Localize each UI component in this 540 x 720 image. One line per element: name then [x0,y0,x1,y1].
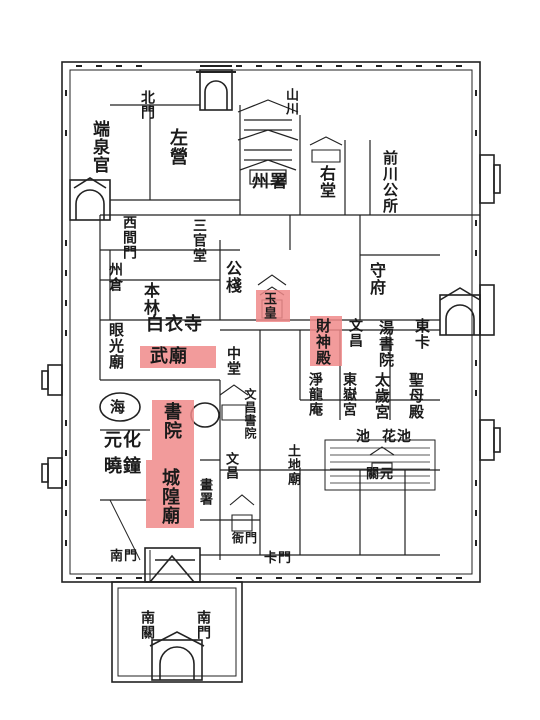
label-huashu: 畫署 [197,478,212,506]
label-nanmen-left: 南門 [110,549,139,564]
bridge [109,499,151,582]
city-wall [61,61,481,583]
label-wenchang-shuyuan: 文昌書院 [243,388,257,440]
label-zhongtang: 中堂 [225,346,241,376]
label-sanguantang: 三官堂 [191,218,207,263]
north-gate [196,65,236,111]
west-gate [69,177,111,221]
label-taisui-gong: 太歲宮 [373,372,391,420]
highlight-shuyuan [152,400,194,460]
lake-oval [190,402,220,428]
highlight-baiyusi [140,346,216,368]
label-tang-shuyuan: 湯書院 [377,320,395,368]
label-caishendian: 財神殿 [314,318,332,366]
label-wenchang-bottom: 文昌 [223,452,238,480]
label-gongzhan: 公棧 [223,260,242,294]
label-chi: 池 [356,429,371,445]
label-nanguan: 南關 [139,610,155,640]
label-wenchang-top: 文昌 [347,318,363,348]
label-shuyuan: 書院 [161,402,182,440]
label-tudi: 土地廟 [285,444,300,486]
label-qianchuan: 前川公所 [381,150,399,214]
highlights [140,290,342,528]
label-ximen: 西間門 [121,215,137,260]
yamen-building [237,99,299,185]
street-grid [99,104,480,560]
label-duanquan-guan: 端泉官 [89,120,109,174]
label-guanyuan: 關元 [366,467,395,482]
label-jinglong-an: 淨龍庵 [307,372,323,417]
label-baiyisi: 白衣寺 [146,314,203,335]
label-chenghuang-miao: 城隍廟 [159,468,180,525]
label-huachi: 花池 [382,429,412,445]
label-youtang: 右堂 [317,165,336,199]
wall-bastions [41,154,501,489]
label-hai: 海 [110,398,127,416]
label-dongyue-gong: 東嶽宮 [341,372,357,417]
label-yanguang-miao: 眼光廟 [107,322,125,370]
label-wumiao: 武廟 [150,346,188,367]
label-beimen: 北門 [139,90,155,120]
label-yuanhua: 元化 [104,430,142,451]
label-kamen: 卡門 [264,551,293,566]
label-benlin: 本林 [141,282,160,316]
east-gate [439,287,481,336]
label-nanmen-gate: 南門 [195,610,211,640]
pond [324,439,436,491]
highlight-yuhuang [256,290,290,322]
label-yamen-bottom: 衙門 [232,531,259,545]
label-zhoucang: 州倉 [107,262,123,292]
label-dongka: 東卡 [413,318,431,350]
label-shan-chuan: 山川 [283,88,298,116]
label-zhoushu: 州署 [252,172,288,192]
label-shengmu-dian: 聖母殿 [407,372,425,420]
label-xiaozhong: 曉鐘 [104,456,142,477]
highlight-chenghuang [146,460,194,528]
temple-icons [219,136,395,532]
south-gate [111,547,243,683]
label-shoufu: 守府 [367,262,386,296]
sea-oval [99,392,141,422]
highlight-caishendian [310,316,342,366]
label-zuoying: 左營 [167,128,188,166]
label-yuhuang: 玉皇 [261,292,276,320]
